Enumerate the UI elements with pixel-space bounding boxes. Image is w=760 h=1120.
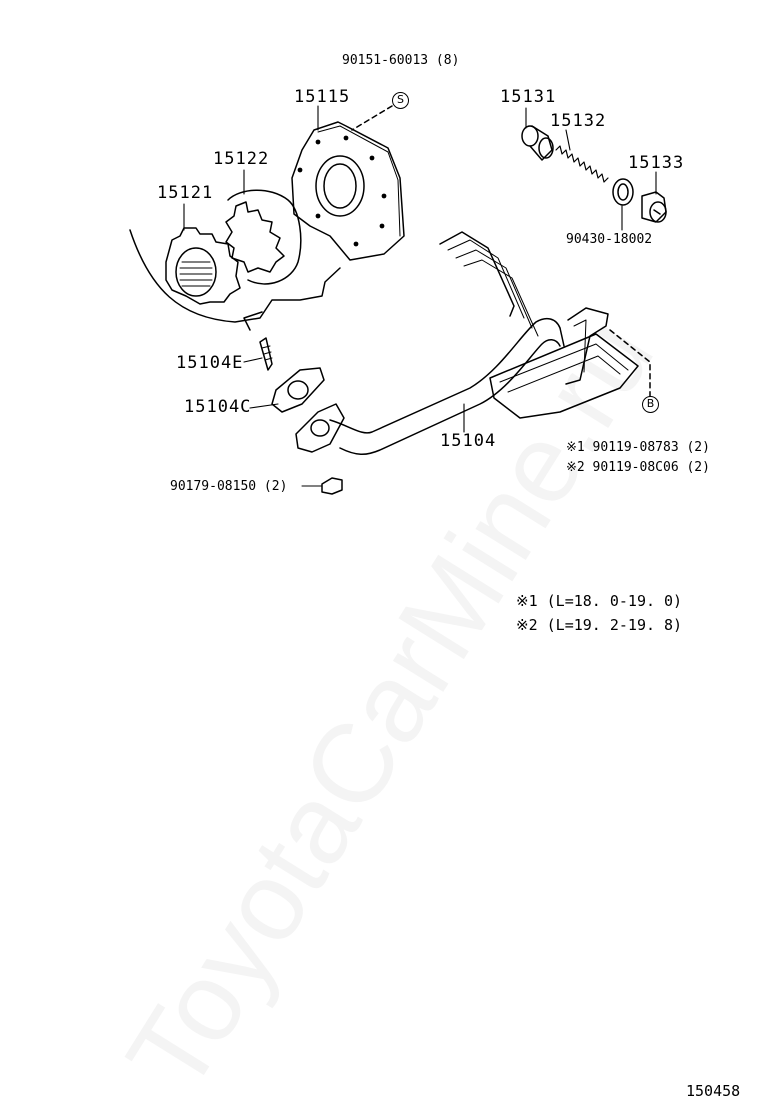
- relief-valve-15131: [521, 125, 554, 161]
- note-2: ※2 90119-08C06 (2): [566, 460, 710, 475]
- leader-15104E: [243, 357, 263, 363]
- label-15115: 15115: [294, 87, 351, 107]
- length-note-2: ※2 (L=19. 2-19. 8): [516, 616, 683, 634]
- label-15104C: 15104C: [184, 397, 252, 417]
- engine-block-outline: [129, 229, 341, 323]
- label-15122: 15122: [213, 149, 270, 169]
- label-15132: 15132: [550, 111, 607, 131]
- label-90430-18002: 90430-18002: [566, 232, 653, 247]
- length-note-1: ※1 (L=18. 0-19. 0): [516, 592, 683, 610]
- leader-s-dashed: [351, 105, 393, 131]
- driven-rotor-15122: [225, 189, 302, 285]
- plug-15133: [641, 191, 667, 223]
- oil-strainer-15104: [295, 231, 639, 455]
- spring-15132: [555, 145, 609, 183]
- marker-b: B: [642, 396, 659, 413]
- gasket-15104C: [271, 367, 325, 413]
- label-15133: 15133: [628, 153, 685, 173]
- nut-90179: [321, 477, 343, 495]
- label-15104: 15104: [440, 431, 497, 451]
- label-15131: 15131: [500, 87, 557, 107]
- label-15104E: 15104E: [176, 353, 244, 373]
- engine-block-notch: [243, 311, 263, 331]
- illustration-number: 150458: [686, 1082, 741, 1100]
- label-90179-08150: 90179-08150 (2): [170, 479, 288, 494]
- leader-b-dashed: [609, 329, 651, 397]
- drive-gear-15121: [165, 227, 241, 305]
- label-90151-60013: 90151-60013 (8): [342, 53, 460, 68]
- stud-15104E: [259, 337, 273, 371]
- marker-s: S: [392, 92, 409, 109]
- leader-15132: [565, 129, 571, 151]
- washer-90430: [612, 178, 634, 206]
- pump-body-15115: [291, 121, 405, 261]
- note-1: ※1 90119-08783 (2): [566, 440, 710, 455]
- label-15121: 15121: [157, 183, 214, 203]
- leader-15104C: [249, 403, 279, 409]
